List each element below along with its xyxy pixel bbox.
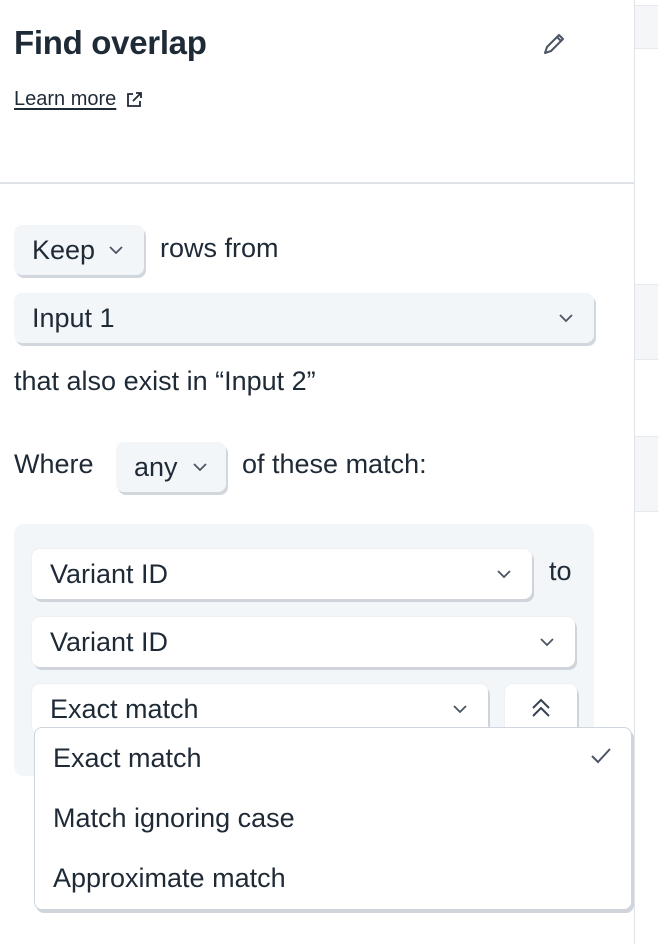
match-type-select[interactable]: Exact match	[32, 684, 488, 734]
match-quantifier-value: any	[134, 451, 178, 482]
also-exist-text: that also exist in “Input 2”	[14, 366, 316, 396]
menu-option-label: Match ignoring case	[53, 802, 295, 833]
right-column-value: Variant ID	[50, 626, 169, 657]
pencil-icon[interactable]	[538, 28, 570, 60]
right-column-select[interactable]: Variant ID	[32, 617, 575, 667]
match-type-value: Exact match	[50, 693, 199, 724]
where-text: Where	[14, 449, 94, 479]
chevron-down-icon	[559, 314, 573, 323]
menu-option-match-ignoring-case[interactable]: Match ignoring case	[35, 788, 631, 848]
keep-mode-select[interactable]: Keep	[14, 225, 144, 275]
chevron-down-icon	[193, 463, 207, 472]
adjacent-strip	[635, 5, 658, 49]
left-column-select[interactable]: Variant ID	[32, 549, 532, 599]
chevron-down-icon	[497, 570, 511, 579]
menu-option-exact-match[interactable]: Exact match	[35, 728, 631, 788]
find-overlap-panel: Find overlap Learn more Keep rows from I…	[0, 24, 634, 910]
keep-mode-value: Keep	[32, 234, 96, 265]
of-these-text: of these match:	[242, 449, 427, 479]
to-text: to	[549, 556, 572, 586]
learn-more-link[interactable]: Learn more	[14, 88, 144, 111]
adjacent-strip	[635, 284, 658, 360]
check-icon	[591, 748, 611, 764]
adjacent-strip	[635, 436, 658, 512]
menu-option-label: Exact match	[53, 742, 202, 773]
page-title: Find overlap	[14, 24, 207, 61]
left-column-value: Variant ID	[50, 558, 169, 589]
menu-option-approximate-match[interactable]: Approximate match	[35, 848, 631, 908]
external-link-icon	[127, 91, 143, 107]
rows-from-text: rows from	[160, 233, 279, 263]
adjacent-panel-edge	[634, 0, 658, 944]
double-chevron-up-icon	[532, 698, 550, 717]
chevron-down-icon	[453, 705, 467, 714]
chevron-down-icon	[109, 246, 123, 255]
learn-more-label: Learn more	[14, 88, 117, 110]
chevron-down-icon	[540, 638, 554, 647]
match-quantifier-select[interactable]: any	[116, 442, 226, 492]
header-divider	[0, 182, 634, 184]
source-input-value: Input 1	[32, 302, 115, 333]
source-input-select[interactable]: Input 1	[14, 293, 594, 343]
match-type-menu: Exact match Match ignoring case Approxim…	[34, 727, 632, 910]
collapse-condition-button[interactable]	[505, 684, 577, 734]
menu-option-label: Approximate match	[53, 862, 286, 893]
